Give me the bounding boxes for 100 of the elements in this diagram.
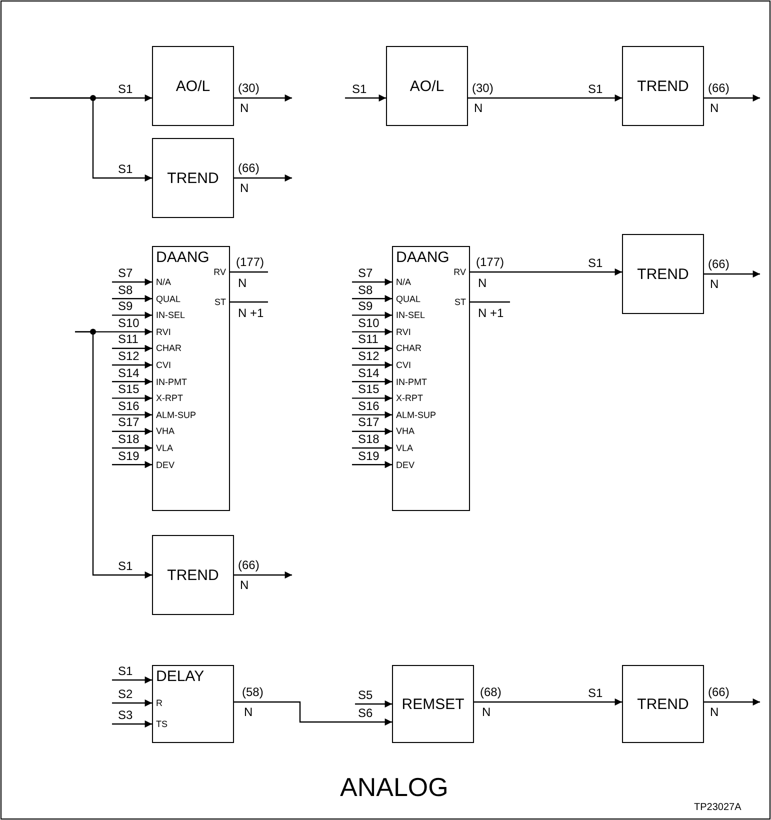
signal-line xyxy=(230,271,268,273)
output-label: N xyxy=(482,706,491,718)
block-title: DELAY xyxy=(156,669,204,684)
output-label: (66) xyxy=(708,686,730,698)
arrow xyxy=(75,331,152,579)
arrow xyxy=(352,428,392,435)
arrow xyxy=(470,268,622,276)
pin-label: IN-SEL xyxy=(396,311,426,320)
edge-label: S12 xyxy=(358,350,380,362)
edge-label: S18 xyxy=(358,433,380,445)
edge-label: S15 xyxy=(358,383,380,396)
pin-label: DEV xyxy=(396,460,415,470)
edge-label: S7 xyxy=(358,267,373,279)
edge-label: S16 xyxy=(358,400,380,412)
arrow xyxy=(345,94,386,102)
edge-label: S3 xyxy=(118,709,133,721)
arrow xyxy=(112,428,152,435)
pin-label: QUAL xyxy=(156,294,181,304)
block-title: DAANG xyxy=(156,250,210,265)
arrow xyxy=(112,361,152,369)
edge-label: S14 xyxy=(118,366,140,379)
output-label: N xyxy=(710,278,719,290)
arrow xyxy=(112,394,152,402)
arrow xyxy=(352,344,392,352)
edge-label: S11 xyxy=(358,333,378,346)
output-label: N xyxy=(240,579,249,591)
edge-label: S1 xyxy=(118,163,133,175)
pin-label: CVI xyxy=(156,361,172,370)
edge-label: S14 xyxy=(358,366,380,379)
pin-label: IN-SEL xyxy=(156,311,186,320)
block-title: AO/L xyxy=(174,79,212,94)
pin-label: RVI xyxy=(396,328,411,337)
arrow xyxy=(112,461,152,468)
arrow xyxy=(112,699,152,707)
arrow xyxy=(234,174,292,182)
arrow xyxy=(352,278,392,286)
arrow xyxy=(352,411,392,418)
signal-line xyxy=(470,301,510,303)
pin-label: VLA xyxy=(396,444,414,453)
function-block xyxy=(152,46,234,126)
pin-label: VLA xyxy=(156,444,174,453)
function-block xyxy=(152,138,234,218)
arrow xyxy=(704,698,760,706)
edge-label: S16 xyxy=(118,400,140,412)
pin-label: CVI xyxy=(396,361,412,370)
output-label: (30) xyxy=(472,82,494,94)
output-label: N +1 xyxy=(238,307,264,319)
arrow xyxy=(468,94,622,102)
function-block xyxy=(152,535,234,615)
output-label: N xyxy=(474,102,483,114)
block-title: AO/L xyxy=(408,79,446,94)
arrow xyxy=(234,571,292,579)
pin-label: R xyxy=(156,699,162,708)
arrow xyxy=(352,312,392,319)
edge-label: S9 xyxy=(118,300,133,312)
output-label: (177) xyxy=(476,256,504,268)
output-label: (66) xyxy=(238,559,260,571)
arrow xyxy=(704,94,760,102)
block-title: TREND xyxy=(166,568,220,583)
function-block xyxy=(152,665,234,743)
function-block xyxy=(392,665,474,743)
output-label: (177) xyxy=(236,256,264,268)
pin-label: RV xyxy=(454,268,466,277)
output-label: N xyxy=(238,277,247,289)
pin-label: ALM-SUP xyxy=(396,410,436,420)
output-label: N xyxy=(240,182,249,194)
block-title: TREND xyxy=(166,171,220,186)
edge-label: S6 xyxy=(358,707,373,719)
pin-label: RV xyxy=(214,268,226,277)
output-label: (66) xyxy=(238,162,260,174)
output-label: N xyxy=(478,277,487,289)
output-label: (66) xyxy=(708,82,730,94)
arrow xyxy=(30,97,152,182)
edge-label: S9 xyxy=(358,300,373,312)
arrow xyxy=(352,378,392,386)
block-title: DAANG xyxy=(396,250,450,265)
function-block xyxy=(622,46,704,126)
pin-label: ALM-SUP xyxy=(156,410,196,420)
arrow xyxy=(474,698,622,706)
caption: ANALOG xyxy=(340,774,448,800)
arrow xyxy=(352,444,392,452)
signal-line xyxy=(230,301,268,303)
pin-label: N/A xyxy=(396,278,412,287)
edge-label: S10 xyxy=(118,316,140,329)
pin-label: X-RPT xyxy=(396,394,423,404)
function-block xyxy=(622,234,704,314)
function-block xyxy=(392,246,470,511)
arrow xyxy=(352,361,392,369)
block-title: TREND xyxy=(636,267,690,282)
output-label: N xyxy=(240,102,249,114)
arrow xyxy=(355,700,392,708)
edge-label: S11 xyxy=(118,333,138,346)
figure-number: TP23027A xyxy=(694,803,742,813)
pin-label: RVI xyxy=(156,328,171,337)
pin-label: TS xyxy=(156,720,168,729)
arrow xyxy=(234,94,292,102)
edge-label: S1 xyxy=(118,665,133,677)
output-label: N xyxy=(710,706,719,718)
pin-label: ST xyxy=(454,298,466,307)
pin-label: IN-PMT xyxy=(156,378,187,387)
